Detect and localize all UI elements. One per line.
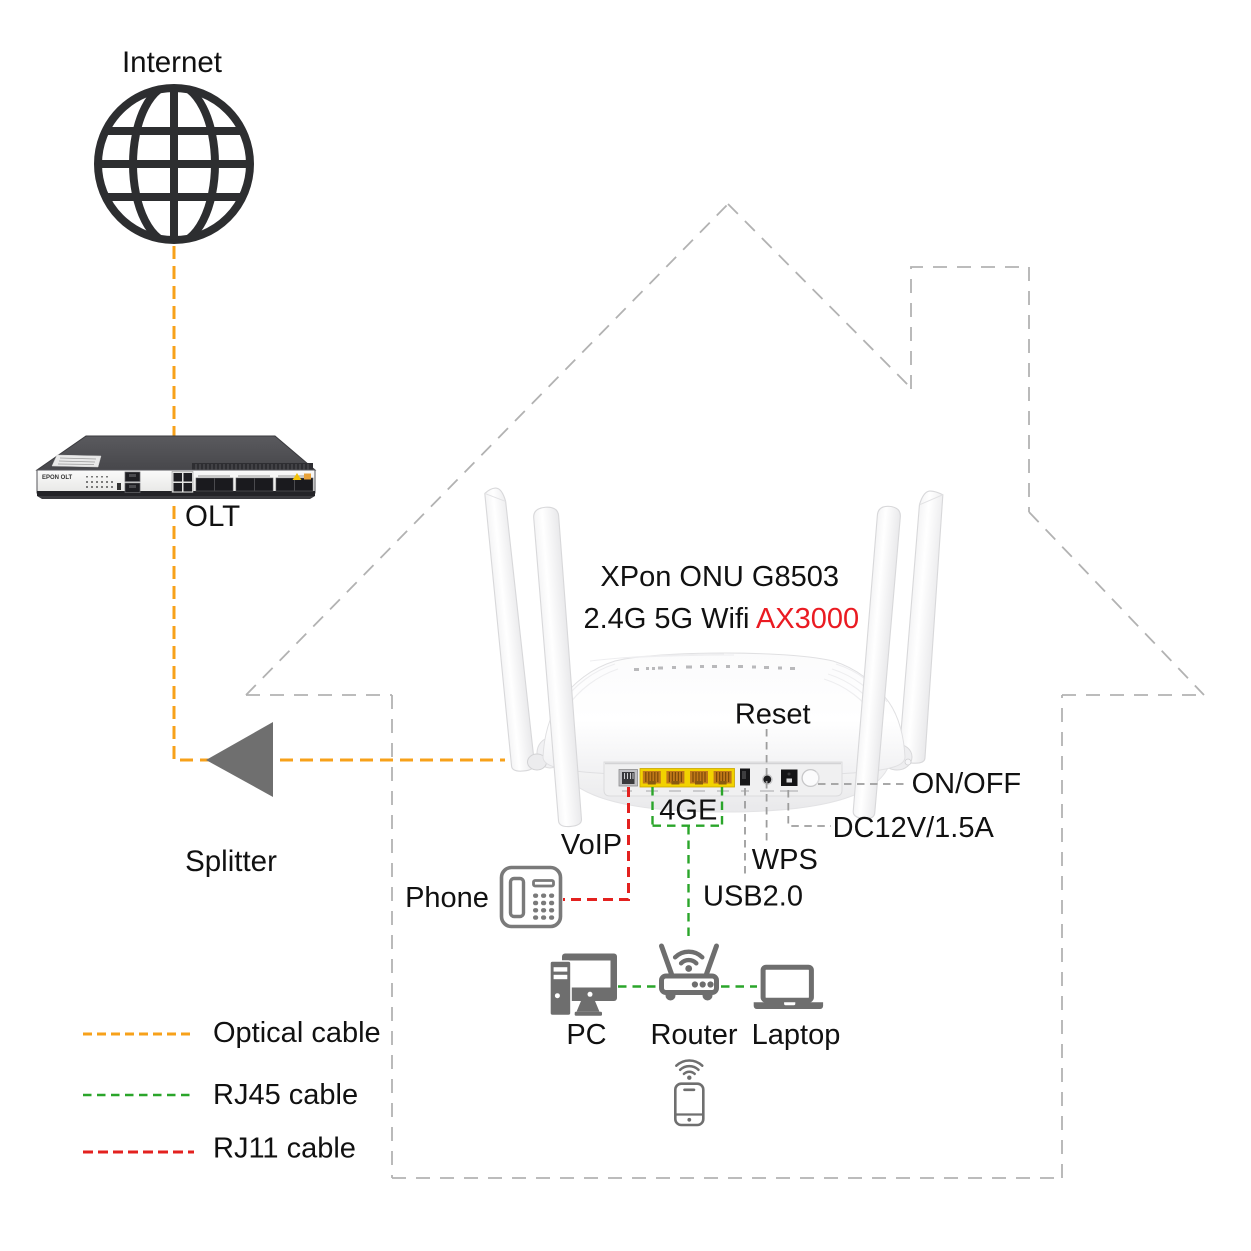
svg-text:OLT: OLT <box>185 500 240 533</box>
svg-text:4GE: 4GE <box>659 795 717 827</box>
svg-text:Splitter: Splitter <box>185 845 277 878</box>
svg-text:DC12V/1.5A: DC12V/1.5A <box>833 812 995 844</box>
svg-text:Reset: Reset <box>735 699 811 731</box>
svg-text:Router: Router <box>650 1019 737 1051</box>
svg-text:Laptop: Laptop <box>752 1019 841 1051</box>
svg-text:USB2.0: USB2.0 <box>703 881 803 913</box>
svg-text:XPon ONU G8503: XPon ONU G8503 <box>600 561 839 593</box>
svg-text:RJ11 cable: RJ11 cable <box>213 1133 356 1165</box>
svg-text:Phone: Phone <box>405 882 489 914</box>
svg-text:RJ45 cable: RJ45 cable <box>213 1079 358 1111</box>
svg-text:2.4G 5G Wifi AX3000: 2.4G 5G Wifi AX3000 <box>584 603 860 635</box>
svg-text:WPS: WPS <box>752 844 818 876</box>
svg-text:VoIP: VoIP <box>561 829 622 861</box>
svg-text:EPON OLT: EPON OLT <box>42 475 73 481</box>
svg-text:Internet: Internet <box>122 46 222 79</box>
svg-text:PC: PC <box>566 1019 606 1051</box>
svg-text:Optical cable: Optical cable <box>213 1017 381 1049</box>
svg-text:ON/OFF: ON/OFF <box>912 768 1022 800</box>
